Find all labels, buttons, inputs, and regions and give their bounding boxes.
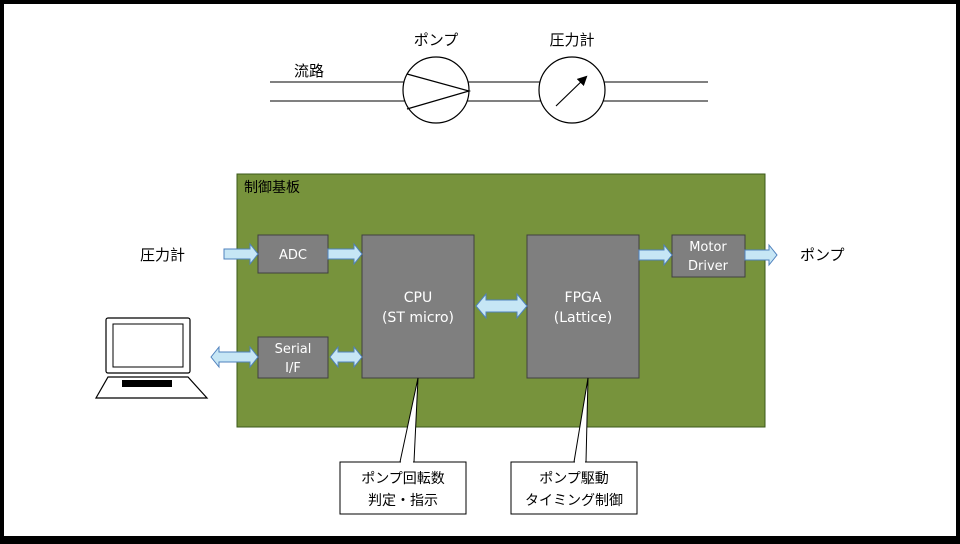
cpu-callout-line1: ポンプ回転数	[361, 471, 445, 487]
gauge-label: 圧力計	[549, 31, 594, 49]
cpu-block	[361, 234, 475, 379]
arrow-gauge-to-adc	[223, 242, 259, 266]
fpga-callout-line1: ポンプ駆動	[539, 471, 609, 487]
fpga-label-line2: (Lattice)	[554, 310, 612, 326]
control-board	[236, 173, 766, 428]
serial-if-block	[257, 336, 329, 379]
fpga-block	[526, 234, 640, 379]
arrow-motor-to-pump	[744, 243, 778, 267]
fpga-callout	[510, 377, 638, 515]
cpu-label-line1: CPU	[404, 290, 432, 306]
arrow-laptop-serial	[210, 345, 259, 369]
cpu-callout	[339, 377, 467, 515]
flow-path	[270, 81, 708, 102]
channel-label: 流路	[294, 62, 324, 80]
pump-label: ポンプ	[414, 31, 459, 49]
adc-label: ADC	[279, 248, 307, 263]
fpga-label-line1: FPGA	[565, 290, 602, 306]
arrow-adc-to-cpu	[327, 242, 363, 266]
serial-label-line2: I/F	[285, 361, 301, 376]
fpga-callout-line2: タイミング制御	[525, 493, 623, 509]
motor-driver-block	[671, 234, 746, 278]
arrow-fpga-to-motor	[638, 243, 673, 267]
arrow-serial-cpu	[329, 345, 363, 369]
external-gauge-label: 圧力計	[140, 246, 185, 264]
arrow-cpu-fpga	[475, 292, 528, 320]
pressure-gauge-icon	[538, 56, 606, 124]
cpu-label-line2: (ST micro)	[382, 310, 454, 326]
cpu-callout-line2: 判定・指示	[368, 493, 438, 509]
pump-symbol-icon	[402, 56, 472, 124]
external-pump-label: ポンプ	[800, 246, 845, 264]
laptop-icon	[94, 317, 209, 399]
motor-label-line1: Motor	[689, 240, 727, 255]
serial-label-line1: Serial	[275, 342, 312, 357]
motor-label-line2: Driver	[688, 259, 729, 274]
board-title: 制御基板	[244, 179, 300, 196]
